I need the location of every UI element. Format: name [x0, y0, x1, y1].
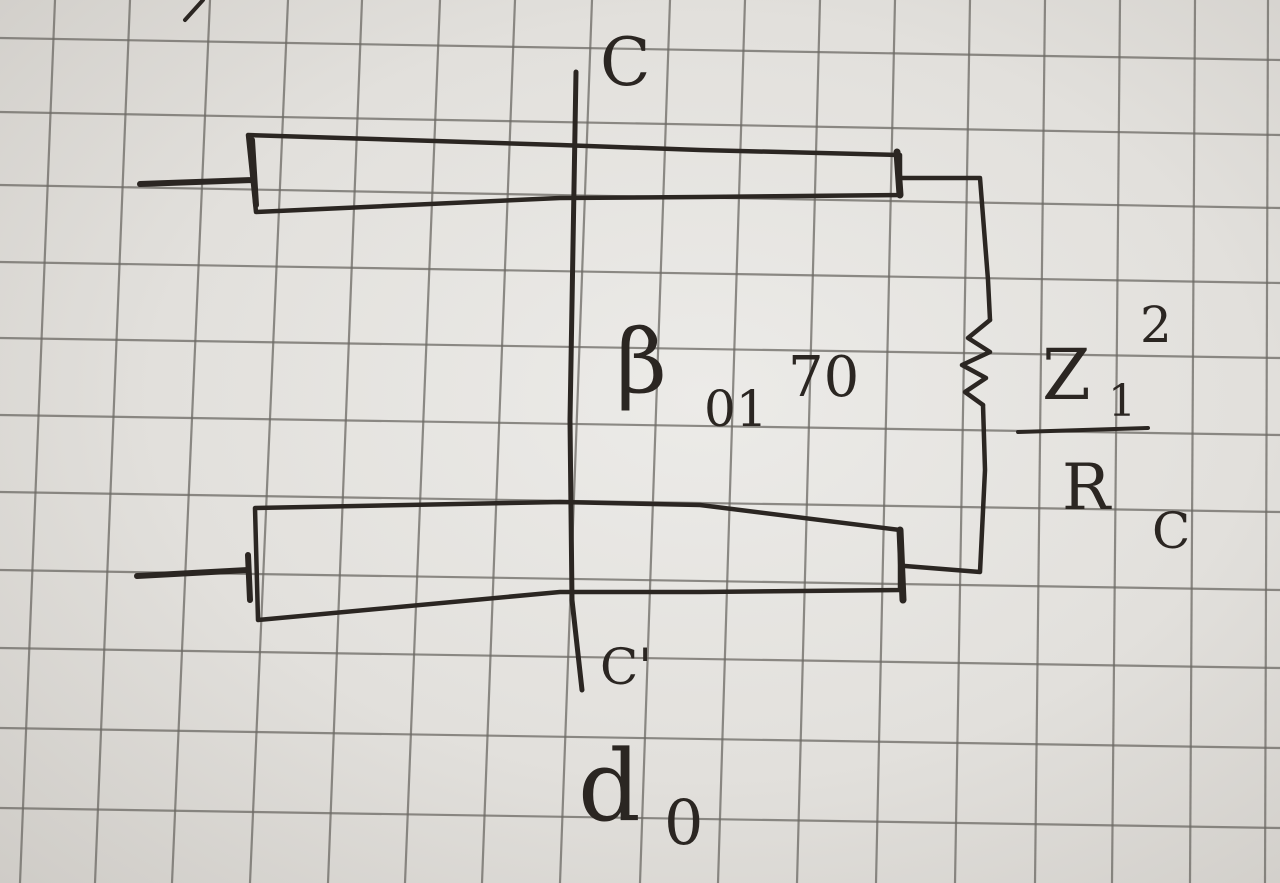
bottom-right-cap [896, 526, 907, 604]
resistor-symbol [959, 317, 993, 408]
beta-subscript: 01 [704, 380, 768, 438]
numerator-label: Z [1042, 334, 1091, 416]
fraction-bar [1016, 426, 1150, 434]
numerator-subscript: 1 [1108, 376, 1136, 427]
beta-label: β [616, 310, 667, 413]
numerator-superscript: 2 [1140, 296, 1172, 354]
top-right-cap [893, 148, 904, 199]
bottom-end-label: C' [600, 638, 653, 696]
stray-mark [183, 0, 205, 22]
bottom-label: d [578, 730, 641, 844]
denominator-label: R [1062, 451, 1111, 525]
bottom-left-lead [134, 552, 253, 603]
bottom-label-subscript: 0 [664, 786, 704, 859]
return-wire [899, 175, 993, 323]
vertical-axis-line [567, 69, 585, 693]
denominator-subscript: C [1152, 502, 1191, 560]
top-end-label: C [600, 24, 651, 101]
top-left-lead [137, 137, 259, 208]
return-wire-lower [902, 402, 988, 575]
beta-superscript: 70 [788, 345, 860, 410]
